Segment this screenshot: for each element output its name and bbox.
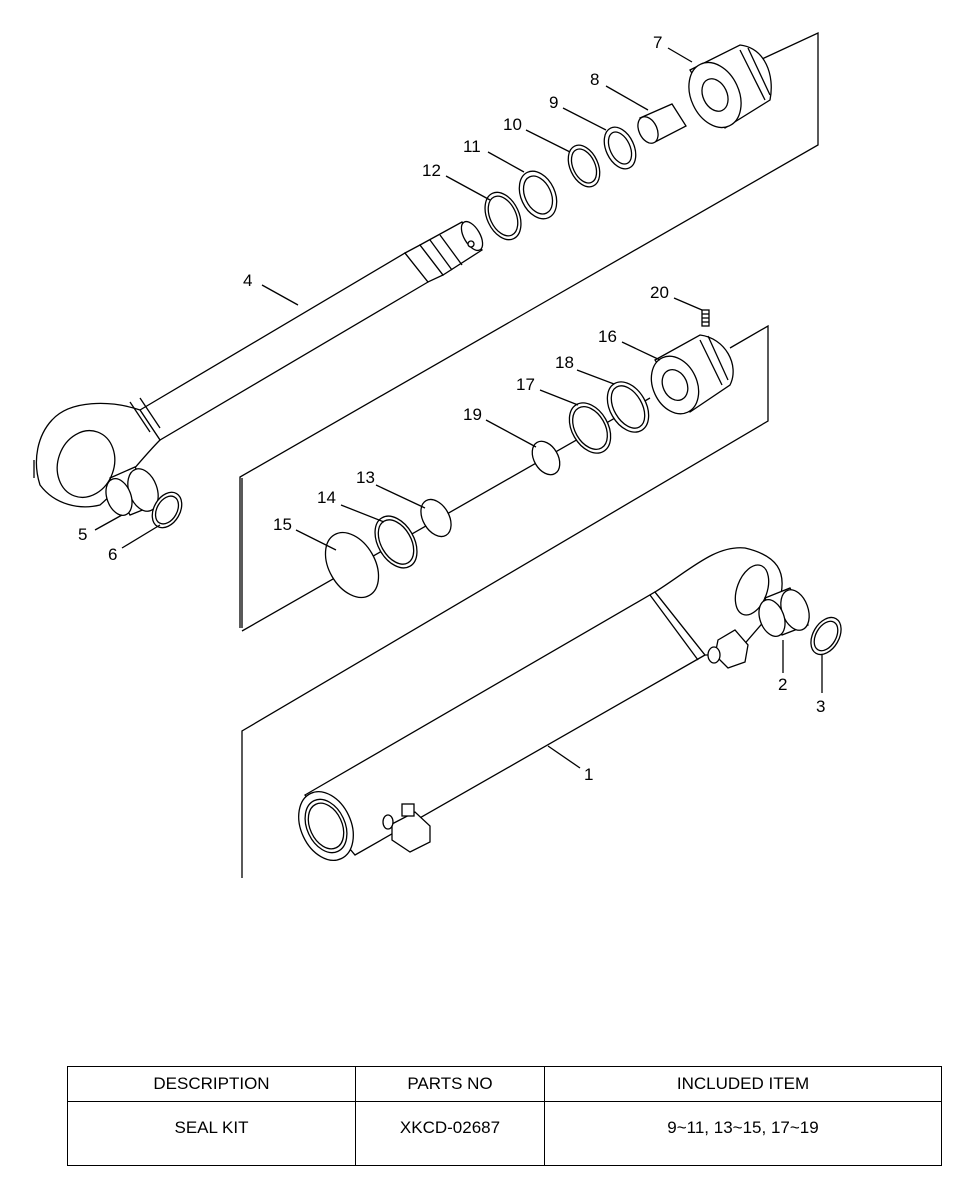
part-label-20: 20	[650, 283, 669, 302]
column-header-description: DESCRIPTION	[67, 1066, 356, 1102]
piston-rod	[33, 220, 484, 508]
set-screw	[701, 309, 710, 327]
part-label-12: 12	[422, 161, 441, 180]
part-label-15: 15	[273, 515, 292, 534]
back-up-ring-14	[374, 515, 418, 569]
back-up-ring	[518, 170, 558, 220]
seal-kit-table: DESCRIPTION PARTS NO INCLUDED ITEM SEAL …	[67, 1066, 942, 1166]
table-header-row: DESCRIPTION PARTS NO INCLUDED ITEM	[67, 1066, 942, 1102]
part-label-14: 14	[317, 488, 336, 507]
cell-parts-no: XKCD-02687	[355, 1101, 545, 1166]
part-label-9: 9	[549, 93, 558, 112]
part-label-7: 7	[653, 33, 662, 52]
part-label-10: 10	[503, 115, 522, 134]
bushing-rod-end	[105, 466, 159, 516]
rod-seal	[567, 144, 601, 188]
bushing-gland	[637, 103, 687, 144]
part-label-6: 6	[108, 545, 117, 564]
column-header-parts-no: PARTS NO	[355, 1066, 545, 1102]
part-label-13: 13	[356, 468, 375, 487]
rod-panel-frame	[239, 31, 819, 628]
cell-description: SEAL KIT	[67, 1101, 356, 1166]
part-label-16: 16	[598, 327, 617, 346]
exploded-parts-diagram: 1 2 3 4 5 6 7 8 9 10 11 12 13 14 15 16 1…	[33, 31, 842, 878]
leader-lines	[94, 47, 823, 769]
part-label-17: 17	[516, 375, 535, 394]
cell-included-item: 9~11, 13~15, 17~19	[544, 1101, 942, 1166]
piston	[650, 334, 734, 415]
part-label-2: 2	[778, 675, 787, 694]
cylinder-tube	[298, 547, 783, 861]
part-label-3: 3	[816, 697, 825, 716]
wear-ring	[606, 381, 650, 433]
part-label-11: 11	[463, 137, 481, 156]
o-ring-13	[420, 498, 452, 538]
dust-wiper	[484, 191, 522, 241]
buffer-ring	[603, 126, 637, 170]
o-ring-19	[531, 440, 561, 476]
part-label-5: 5	[78, 525, 87, 544]
part-label-18: 18	[555, 353, 574, 372]
piston-panel-frame	[241, 324, 769, 878]
rod-cover	[688, 44, 772, 129]
part-label-1: 1	[584, 765, 593, 784]
part-label-8: 8	[590, 70, 599, 89]
part-label-19: 19	[463, 405, 482, 424]
part-label-4: 4	[243, 271, 252, 290]
table-row: SEAL KIT XKCD-02687 9~11, 13~15, 17~19	[67, 1101, 942, 1166]
dust-seal-rod-end	[151, 491, 183, 529]
dust-seal-tube-end	[810, 616, 842, 656]
bushing-tube-end	[758, 587, 810, 637]
column-header-included-item: INCLUDED ITEM	[544, 1066, 942, 1102]
o-ring-15	[324, 531, 380, 599]
